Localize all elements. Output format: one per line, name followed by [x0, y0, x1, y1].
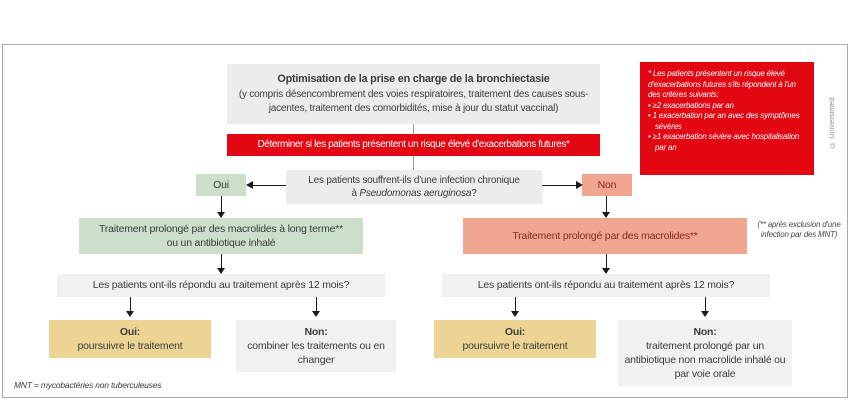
top-optimisation-box: Optimisation de la prise en charge de la… — [227, 64, 600, 124]
arrowhead-down-icon — [602, 268, 610, 274]
pathogen-name: Pseudomonas aeruginosa — [359, 188, 472, 199]
right-outcome-no-title: Non: — [693, 325, 717, 338]
infection-question-prefix: à — [351, 188, 360, 199]
infection-question-box: Les patients souffrent-ils d'une infecti… — [286, 170, 542, 204]
arrowhead-down-icon — [217, 268, 225, 274]
left-response-question-box: Les patients ont-ils répondu au traiteme… — [57, 274, 385, 297]
arrowhead-right-icon — [576, 181, 583, 189]
left-treatment-line2: ou un antibiotique inhalé — [166, 237, 276, 249]
right-outcome-yes-box: Oui: poursuivre le traitement — [434, 320, 596, 358]
left-outcome-no-title: Non: — [304, 325, 328, 338]
arrow-stem — [606, 196, 607, 212]
arrow-stem — [221, 196, 222, 212]
left-outcome-yes-body: poursuivre le traitement — [77, 340, 183, 352]
arrow-stem — [705, 297, 706, 311]
arrowhead-down-icon — [701, 311, 709, 317]
left-outcome-no-box: Non: combiner les traitements ou en chan… — [236, 320, 396, 372]
risk-criteria-bullet: • ≥1 exacerbation sévère avec hospitalis… — [648, 132, 800, 152]
no-label-text: Non — [597, 178, 617, 191]
arrow-stem — [221, 254, 222, 268]
arrowhead-down-icon — [126, 311, 134, 317]
arrowhead-down-icon — [602, 212, 610, 218]
top-box-subtitle: (y compris désencombrement des voies res… — [238, 88, 589, 114]
publisher-credit: © Universimed — [829, 97, 836, 148]
arrowhead-down-icon — [217, 212, 225, 218]
infection-question-line2: à Pseudomonas aeruginosa? — [294, 187, 534, 201]
arrow-stem — [252, 185, 286, 186]
infection-question-suffix: ? — [471, 188, 477, 199]
connector-top-to-riskbar — [413, 124, 414, 134]
connector-riskbar-to-question — [413, 156, 414, 170]
yes-label-text: Oui — [213, 178, 229, 191]
left-outcome-no-body: combiner les traitements ou en changer — [247, 339, 385, 367]
footnote: MNT = mycobactéries non tuberculeuses — [14, 380, 162, 390]
left-treatment-box: Traitement prolongé par des macrolides à… — [79, 218, 363, 254]
risk-criteria-box: * Les patients présentent un risque élev… — [640, 62, 814, 175]
right-treatment-box: Traitement prolongé par des macrolides** — [463, 218, 747, 254]
yes-branch-label: Oui — [196, 174, 246, 196]
risk-criteria-bullet: • 1 exacerbation par an avec des symptôm… — [648, 111, 800, 131]
risk-determination-bar: Déterminer si les patients présentent un… — [227, 134, 600, 156]
right-outcome-no-body: traitement prolongé par un antibiotique … — [624, 339, 786, 381]
arrowhead-down-icon — [511, 311, 519, 317]
arrow-stem — [316, 297, 317, 311]
right-outcome-no-box: Non: traitement prolongé par un antibiot… — [618, 320, 792, 386]
top-box-title: Optimisation de la prise en charge de la… — [277, 73, 550, 86]
left-outcome-yes-box: Oui: poursuivre le traitement — [49, 320, 211, 358]
arrowhead-down-icon — [312, 311, 320, 317]
arrowhead-left-icon — [246, 181, 253, 189]
arrow-stem — [542, 185, 576, 186]
left-outcome-yes-title: Oui: — [119, 325, 141, 338]
right-response-question-box: Les patients ont-ils répondu au traiteme… — [442, 274, 770, 297]
right-treatment-label: Traitement prolongé par des macrolides** — [512, 229, 698, 242]
risk-criteria-bullet: • ≥2 exacerbations par an — [648, 100, 734, 110]
risk-criteria-intro: * Les patients présentent un risque élev… — [648, 69, 796, 100]
infection-question-line1: Les patients souffrent-ils d'une infecti… — [308, 174, 520, 186]
left-treatment-line1: Traitement prolongé par des macrolides à… — [98, 222, 344, 235]
arrow-stem — [515, 297, 516, 311]
no-branch-label: Non — [582, 174, 632, 196]
risk-bar-label: Déterminer si les patients présentent un… — [257, 139, 570, 151]
arrow-stem — [130, 297, 131, 311]
mnt-exclusion-note: (** après exclusion d'une infection par … — [757, 220, 841, 240]
arrow-stem — [606, 254, 607, 268]
right-outcome-yes-title: Oui: — [504, 325, 526, 338]
right-outcome-yes-body: poursuivre le traitement — [462, 340, 568, 352]
